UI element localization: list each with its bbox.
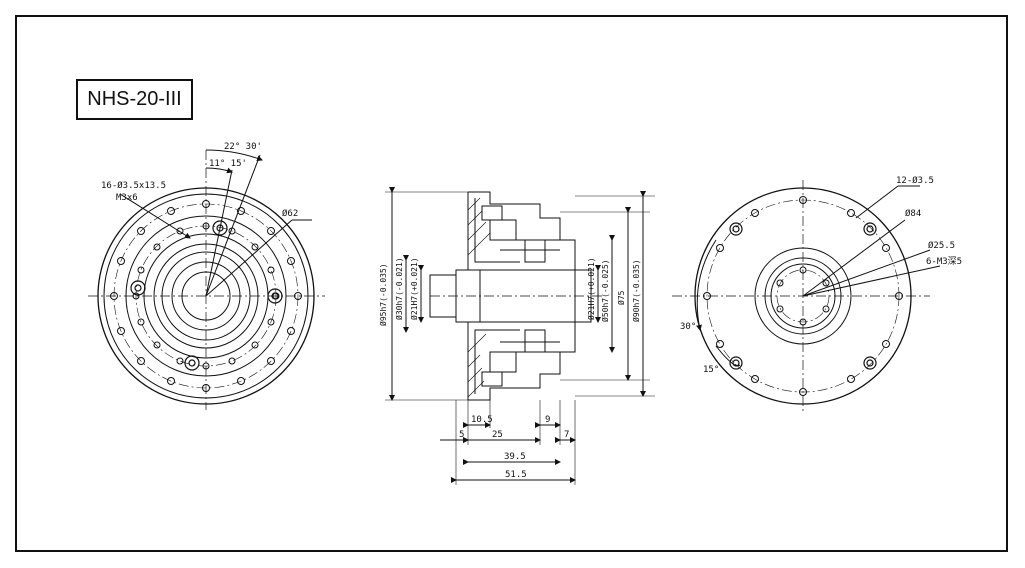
sec-dia-50-label: Ø50h7(-0.025) [600, 259, 610, 322]
front-holes-label: 16-Ø3.5x13.5 [101, 180, 166, 191]
front-angle-small-label: 11° 15' [209, 159, 247, 169]
rear-angle-30-label: 30° [680, 322, 696, 332]
rear-dia-84-label: Ø84 [905, 208, 921, 219]
section-view [385, 187, 655, 485]
sec-dim-39-5: 39.5 [504, 452, 526, 462]
front-pin-holes [130, 220, 283, 371]
sec-dim-25: 25 [492, 430, 503, 440]
sec-dim-9: 9 [545, 415, 550, 425]
sec-dim-51-5: 51.5 [505, 470, 527, 480]
rear-view [672, 180, 941, 412]
sec-dia-95-label: Ø95h7(-0.035) [378, 263, 388, 326]
drawing-frame [15, 15, 1008, 552]
front-outer-holes [110, 200, 302, 392]
sec-dim-7: 7 [564, 430, 569, 440]
rear-holes-label: 12-Ø3.5 [896, 175, 934, 186]
sec-dia-21-right-label: Ø21H7(+0.021) [586, 257, 596, 320]
front-inner-holes [132, 222, 280, 370]
rear-outer-holes [703, 196, 903, 396]
rear-thread-label: 6-M3深5 [926, 256, 962, 267]
sec-dia-21-left-label: Ø21H7(+0.021) [409, 257, 419, 320]
rear-pin-holes [729, 222, 877, 370]
sec-dia-90-label: Ø90h7(-0.035) [631, 259, 641, 322]
front-dia-label: Ø62 [282, 208, 298, 219]
rear-dia-25-5-label: Ø25.5 [928, 240, 955, 251]
front-thread-label: M3x6 [116, 193, 138, 203]
rear-angle-15-label: 15° [703, 365, 719, 375]
sec-dim-10-5: 10.5 [471, 415, 493, 425]
model-title: NHS-20-III [76, 79, 193, 120]
rear-thread-holes [776, 266, 830, 326]
front-view [88, 149, 325, 410]
sec-dim-5: 5 [459, 430, 464, 440]
sec-dia-30-label: Ø30h7(-0.021) [394, 257, 404, 320]
front-angle-big-label: 22° 30' [224, 142, 262, 152]
sec-dia-75-label: Ø75 [616, 290, 626, 305]
